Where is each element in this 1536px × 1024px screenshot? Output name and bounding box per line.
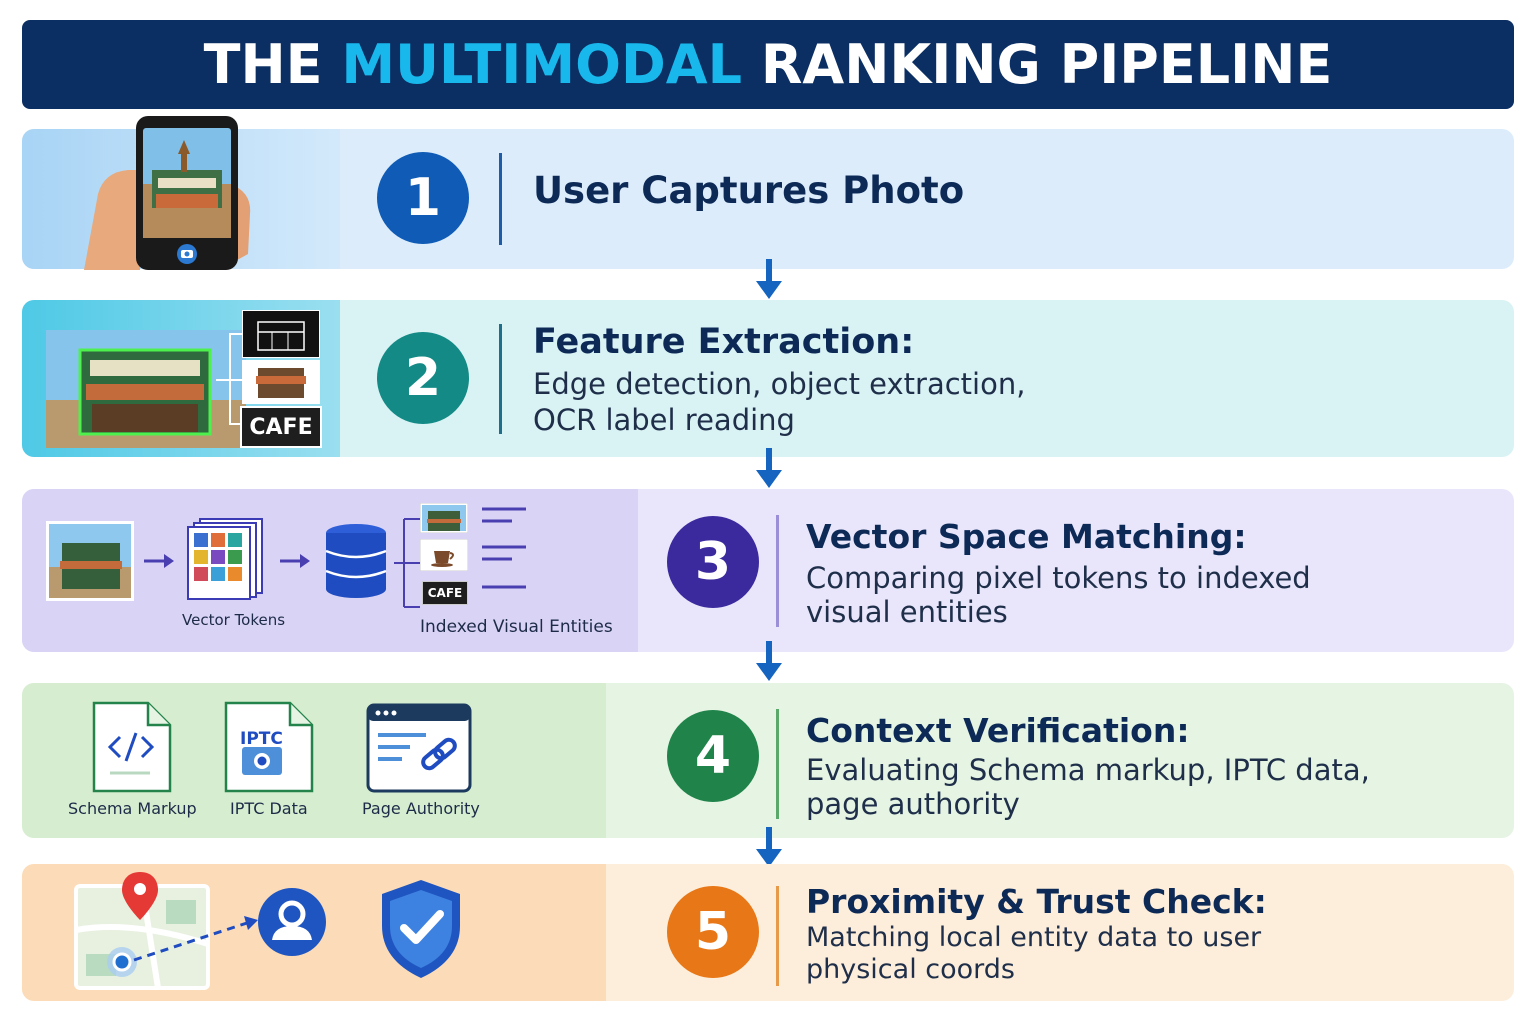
step-1-badge: 1 — [377, 152, 469, 244]
browser-link-icon — [366, 703, 472, 793]
title-suffix: RANKING PIPELINE — [742, 33, 1333, 96]
step-3-title: Vector Space Matching: — [806, 517, 1247, 556]
arrow-down-icon — [756, 641, 782, 681]
shield-check-icon — [382, 880, 460, 978]
database-icon — [325, 524, 387, 598]
iptc-icon-text: IPTC — [240, 729, 283, 749]
step-4-description: Evaluating Schema markup, IPTC data, pag… — [806, 753, 1370, 821]
step-3-description: Comparing pixel tokens to indexed visual… — [806, 561, 1311, 629]
vector-tokens-label: Vector Tokens — [182, 611, 286, 629]
code-document-icon — [92, 701, 172, 793]
source-photo-thumbnail — [46, 521, 134, 601]
map-pin-icon — [122, 872, 158, 920]
step-3-badge: 3 — [667, 516, 759, 608]
vector-tokens-grid-icon — [187, 518, 263, 600]
ocr-cafe-label: CAFE — [240, 406, 322, 448]
extraction-connectors — [216, 333, 244, 425]
index-branch-connectors — [394, 518, 420, 608]
camera-document-icon — [224, 701, 314, 793]
phone-capture-illustration — [84, 116, 251, 270]
step-5-title: Proximity & Trust Check: — [806, 882, 1267, 921]
step-2-badge: 2 — [377, 332, 469, 424]
step-4-badge: 4 — [667, 710, 759, 802]
step-3-panel: 3 Vector Space Matching: Comparing pixel… — [22, 489, 1514, 652]
title-accent: MULTIMODAL — [341, 33, 743, 96]
step-2-divider — [499, 324, 502, 434]
indexed-building-thumbnail — [420, 503, 468, 533]
schema-markup-label: Schema Markup — [68, 799, 197, 818]
step-5-badge: 5 — [667, 886, 759, 978]
arrow-down-icon — [756, 827, 782, 867]
step-2-panel: 2 Feature Extraction: Edge detection, ob… — [22, 300, 1514, 457]
map-icon — [74, 872, 210, 990]
user-icon — [258, 888, 326, 956]
step-5-divider — [776, 886, 779, 986]
step-1-divider — [499, 153, 502, 245]
camera-icon — [177, 244, 197, 264]
page-authority-label: Page Authority — [362, 799, 480, 818]
coffee-cup-icon — [420, 539, 468, 571]
edge-outline-thumbnail — [242, 310, 320, 358]
arrow-right-icon — [280, 554, 310, 568]
step-2-title: Feature Extraction: — [533, 322, 915, 362]
arrow-down-icon — [756, 448, 782, 488]
step-5-panel: 5 Proximity & Trust Check: Matching loca… — [22, 864, 1514, 1001]
smartphone-icon — [136, 116, 238, 270]
step-4-title: Context Verification: — [806, 711, 1190, 750]
arrow-right-icon — [144, 554, 174, 568]
title-banner: THE MULTIMODAL RANKING PIPELINE — [22, 20, 1514, 109]
step-4-divider — [776, 709, 779, 819]
indexed-entities-label: Indexed Visual Entities — [420, 617, 613, 637]
entity-data-lines — [482, 507, 526, 589]
step-2-description: Edge detection, object extraction, OCR l… — [533, 367, 1026, 437]
step-5-description: Matching local entity data to user physi… — [806, 922, 1262, 985]
step-1-panel: 1 User Captures Photo — [22, 129, 1514, 269]
iptc-data-label: IPTC Data — [230, 799, 308, 818]
step-1-title: User Captures Photo — [533, 169, 965, 212]
indexed-cafe-label: CAFE — [422, 581, 468, 605]
building-edge-detection — [46, 330, 246, 448]
title-prefix: THE — [203, 33, 342, 96]
proximity-dashed-line — [133, 916, 258, 962]
object-thumbnail — [242, 360, 320, 404]
step-3-divider — [776, 515, 779, 627]
arrow-down-icon — [756, 259, 782, 299]
page-title: THE MULTIMODAL RANKING PIPELINE — [204, 33, 1333, 96]
step-4-panel: 4 Context Verification: Evaluating Schem… — [22, 683, 1514, 838]
